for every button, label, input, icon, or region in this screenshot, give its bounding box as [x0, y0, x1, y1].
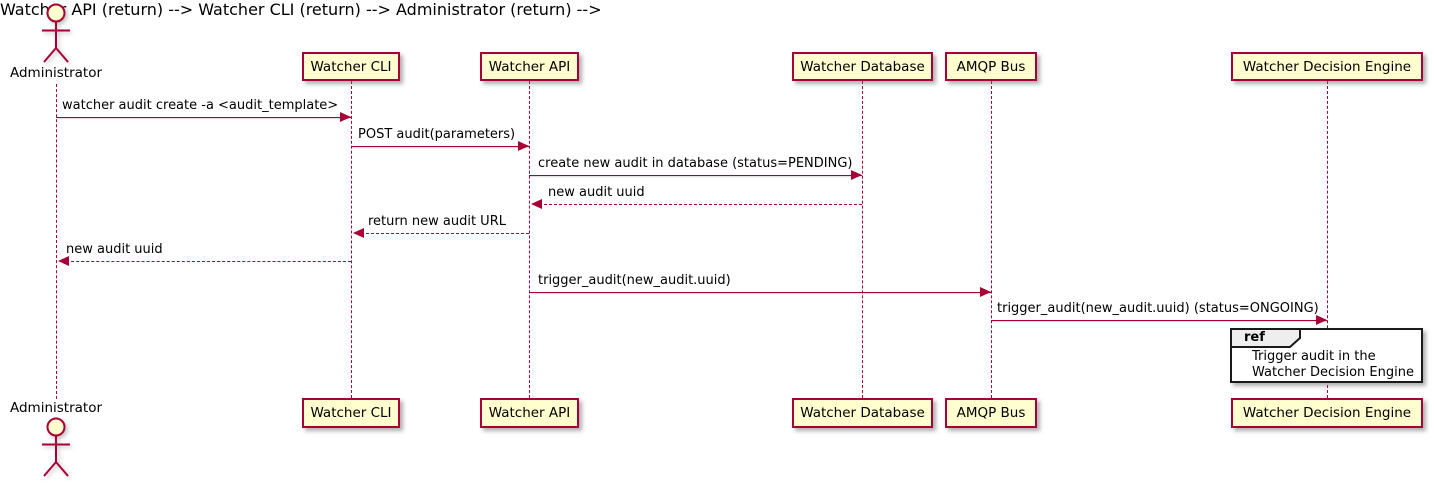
ref-text-line-1: Trigger audit in the — [1252, 349, 1376, 364]
message-line — [356, 233, 529, 234]
ref-fragment: ref Trigger audit in the Watcher Decisio… — [1230, 328, 1423, 383]
participant-top-watcher-decision-engine: Watcher Decision Engine — [1231, 52, 1423, 81]
participant-bottom-watcher-cli: Watcher CLI — [302, 398, 400, 428]
ref-tab-shape — [1230, 328, 1301, 348]
actor-label-administrator-top: Administrator — [9, 65, 103, 81]
lifeline-watcher-api — [529, 81, 530, 398]
participant-top-amqp-bus: AMQP Bus — [945, 52, 1037, 81]
message-label: new audit uuid — [66, 242, 163, 257]
lifeline-amqp-bus — [991, 81, 992, 398]
participant-bottom-watcher-api: Watcher API — [480, 398, 579, 428]
participant-bottom-watcher-decision-engine: Watcher Decision Engine — [1231, 398, 1423, 428]
participant-bottom-watcher-database: Watcher Database — [792, 398, 933, 428]
arrowhead-icon — [58, 256, 69, 266]
participant-top-watcher-cli: Watcher CLI — [302, 52, 400, 81]
actor-label-administrator-bottom: Administrator — [9, 400, 103, 416]
message-label: new audit uuid — [548, 185, 645, 200]
person-icon — [42, 3, 70, 63]
participant-top-watcher-api: Watcher API — [480, 52, 579, 81]
participant-top-watcher-database: Watcher Database — [792, 52, 933, 81]
message-label: watcher audit create -a <audit_template> — [62, 98, 339, 113]
message-label: POST audit(parameters) — [358, 127, 516, 142]
ref-keyword: ref — [1244, 330, 1265, 345]
message-line — [529, 175, 862, 176]
person-icon — [42, 417, 70, 477]
message-label: return new audit URL — [368, 214, 506, 229]
message-line — [534, 204, 862, 205]
arrowhead-icon — [518, 141, 529, 151]
message-label: trigger_audit(new_audit.uuid) — [538, 273, 731, 288]
lifeline-watcher-database — [862, 81, 863, 398]
arrowhead-icon — [980, 287, 991, 297]
lifeline-administrator — [56, 84, 57, 399]
message-line — [351, 146, 529, 147]
arrowhead-icon — [1316, 315, 1327, 325]
message-line — [61, 261, 351, 262]
lifeline-watcher-decision-engine — [1327, 81, 1328, 398]
message-line — [529, 292, 991, 293]
message-line — [56, 117, 351, 118]
message-label: create new audit in database (status=PEN… — [538, 156, 853, 171]
arrowhead-icon — [353, 228, 364, 238]
ref-text-line-2: Watcher Decision Engine — [1252, 365, 1414, 380]
message-label: trigger_audit(new_audit.uuid) (status=ON… — [997, 301, 1319, 316]
arrowhead-icon — [531, 199, 542, 209]
arrowhead-icon — [340, 112, 351, 122]
lifeline-watcher-cli — [351, 81, 352, 398]
participant-bottom-amqp-bus: AMQP Bus — [945, 398, 1037, 428]
message-line — [991, 320, 1327, 321]
arrowhead-icon — [851, 170, 862, 180]
